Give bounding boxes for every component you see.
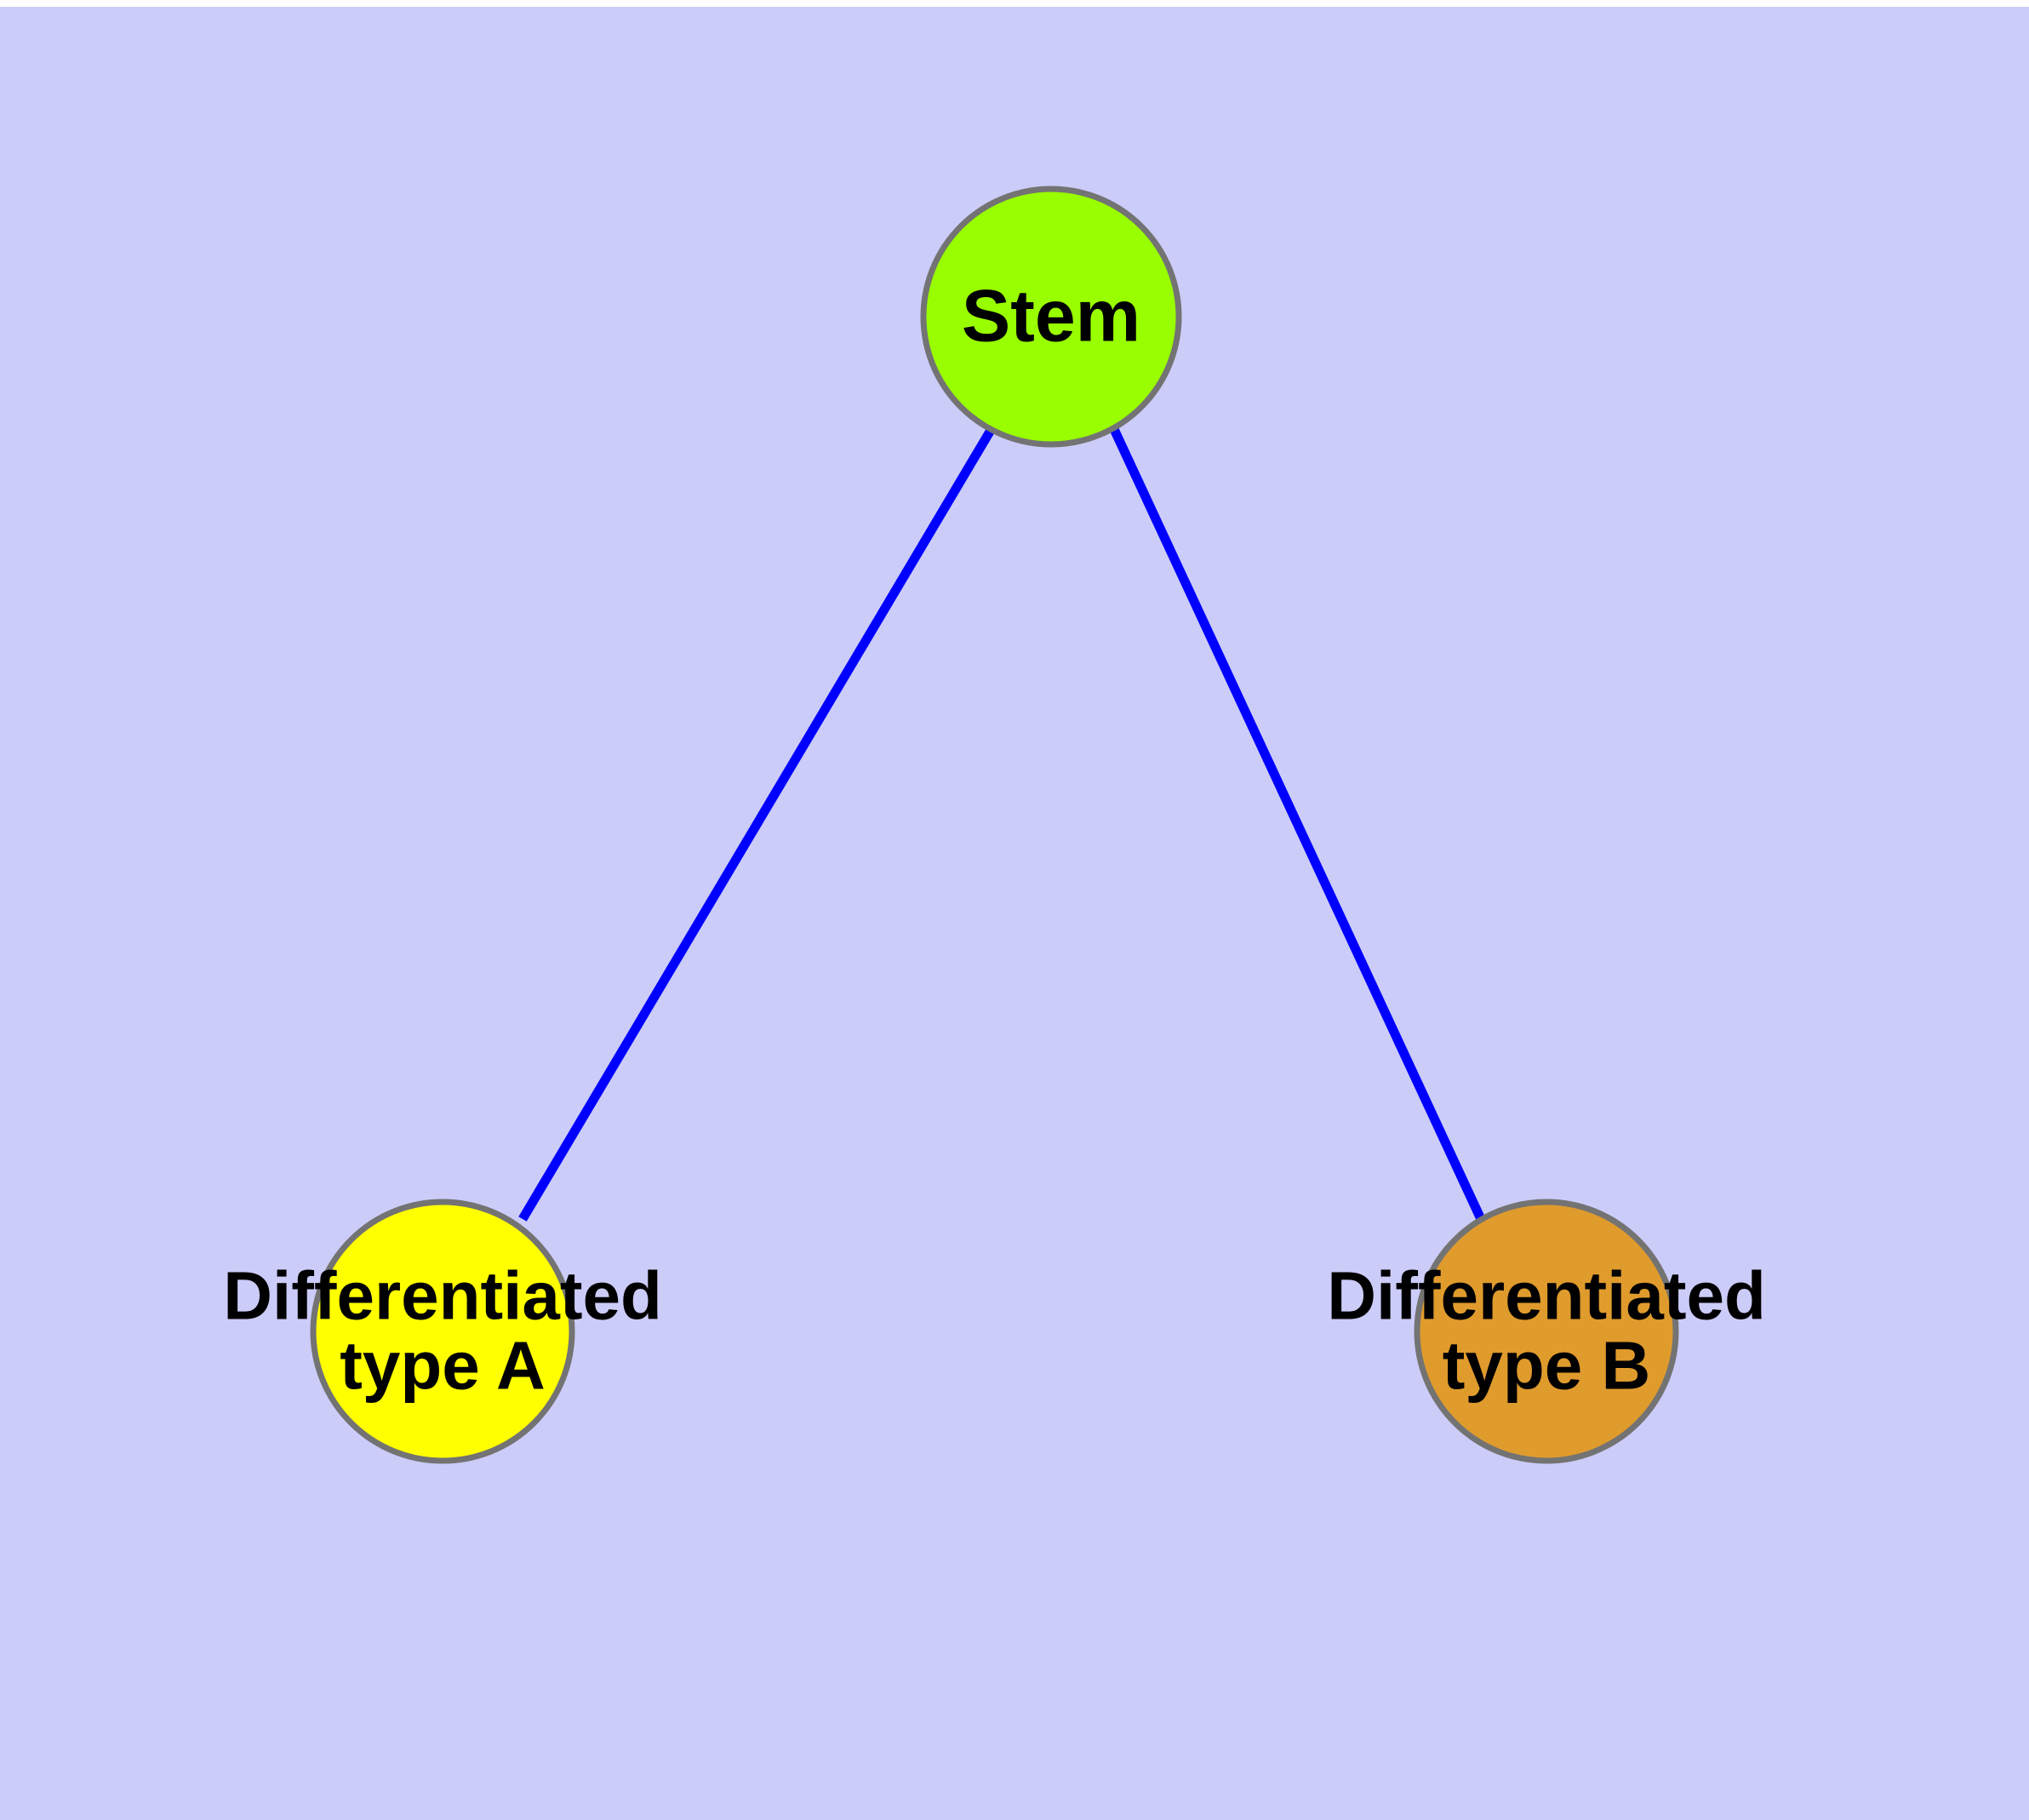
graph-svg bbox=[310, 186, 1679, 1464]
graph-node-stem[interactable] bbox=[920, 186, 1182, 448]
nodes-group bbox=[310, 186, 1679, 1464]
graph-node-diff_a[interactable] bbox=[310, 1199, 575, 1464]
graph-edge-stem-to-diff-b bbox=[1109, 425, 1485, 1222]
edges-group bbox=[518, 425, 1485, 1222]
graph-edge-stem-to-diff-a bbox=[518, 425, 997, 1222]
graph-node-diff_b[interactable] bbox=[1414, 1199, 1679, 1464]
